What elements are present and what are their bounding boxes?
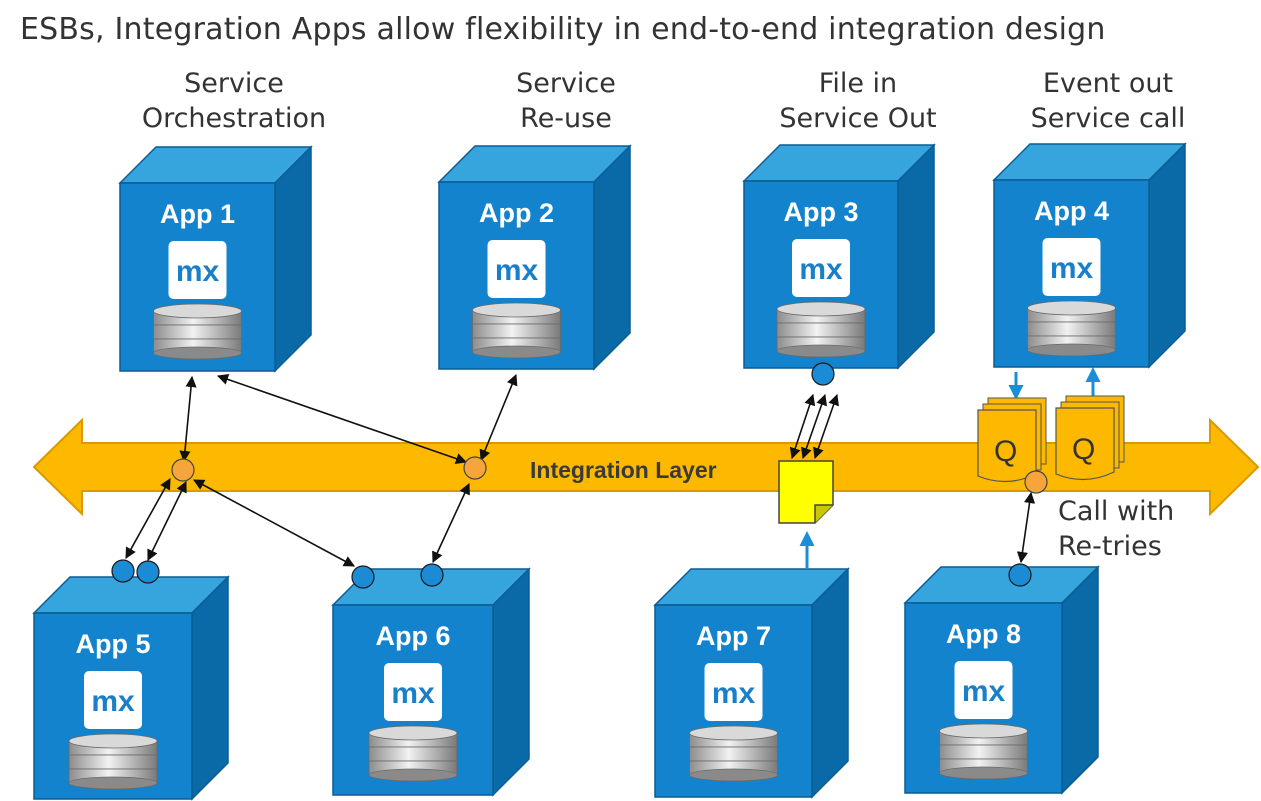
mx-logo-icon: mx — [954, 661, 1013, 719]
file-icon — [778, 460, 834, 524]
app-cube-1: App 1 mx — [118, 145, 313, 373]
app-cube-7: App 7 mx — [653, 567, 850, 799]
app-label: App 4 — [1034, 196, 1109, 226]
cube-side — [897, 143, 935, 370]
svg-text:mx: mx — [495, 254, 539, 287]
connector-orange — [1024, 470, 1048, 494]
cube-side — [593, 144, 631, 371]
app-label: App 8 — [946, 619, 1021, 649]
connector-blue — [351, 565, 375, 589]
app-cube-3: App 3 mx — [742, 143, 936, 370]
svg-text:mx: mx — [962, 675, 1006, 708]
app-label: App 5 — [75, 629, 150, 659]
mx-logo-icon: mx — [1042, 238, 1101, 296]
connectors — [111, 362, 1048, 589]
cube-side — [191, 575, 229, 801]
mx-logo-icon: mx — [704, 663, 763, 721]
flow-arrows — [799, 367, 1101, 568]
svg-text:mx: mx — [712, 677, 756, 710]
svg-text:mx: mx — [176, 255, 220, 288]
connection-lines — [125, 373, 1036, 567]
connector-blue — [1008, 563, 1032, 587]
svg-text:mx: mx — [91, 685, 135, 718]
cube-side — [274, 145, 312, 373]
app-cube-4: App 4 mx — [992, 142, 1187, 369]
connector-blue — [136, 560, 160, 584]
app-cube-6: App 6 mx — [331, 567, 531, 797]
app-label: App 6 — [375, 621, 450, 651]
connector-blue — [811, 362, 835, 386]
queue-icon-in: Q — [977, 397, 1047, 483]
queue-icon-out: Q — [1055, 395, 1125, 481]
svg-text:Q: Q — [1072, 433, 1095, 466]
database-icon — [776, 301, 866, 358]
mx-logo-icon: mx — [792, 239, 850, 297]
connector-orange — [463, 456, 487, 480]
cube-side — [492, 567, 530, 797]
database-icon — [153, 303, 242, 360]
mx-logo-icon: mx — [168, 241, 227, 299]
svg-text:mx: mx — [391, 677, 435, 710]
app-cube-5: App 5 mx — [32, 575, 230, 801]
app-label: App 3 — [783, 197, 858, 227]
app-label: App 2 — [479, 198, 554, 228]
diagram-title: ESBs, Integration Apps allow flexibility… — [20, 12, 1106, 47]
app-cube-2: App 2 mx — [437, 144, 632, 371]
mx-logo-icon: mx — [84, 671, 142, 729]
app-label: App 7 — [696, 621, 771, 651]
svg-text:Q: Q — [994, 435, 1017, 468]
connector-blue — [420, 563, 444, 587]
app-cube-8: App 8 mx — [903, 565, 1100, 795]
database-icon — [472, 302, 561, 359]
integration-layer-label: Integration Layer — [530, 457, 717, 483]
mx-logo-icon: mx — [487, 240, 546, 298]
cube-side — [811, 567, 849, 799]
database-icon — [689, 725, 778, 782]
mx-logo-icon: mx — [384, 663, 442, 721]
database-icon — [368, 725, 458, 782]
database-icon — [939, 723, 1028, 780]
cube-side — [1061, 565, 1099, 795]
svg-text:mx: mx — [1050, 252, 1094, 285]
cube-side — [1148, 142, 1186, 369]
database-icon — [68, 733, 158, 790]
svg-text:mx: mx — [799, 253, 843, 286]
database-icon — [1027, 300, 1116, 357]
connector-orange — [171, 458, 195, 482]
app-label: App 1 — [160, 199, 235, 229]
connector-blue — [111, 559, 135, 583]
